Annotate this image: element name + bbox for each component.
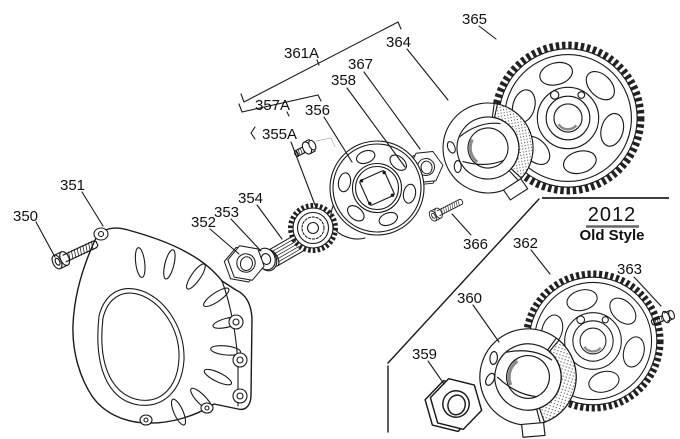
label-365: 365 (462, 11, 487, 28)
label-351: 351 (60, 177, 85, 194)
leader-358 (346, 87, 406, 168)
label-364: 364 (386, 34, 411, 51)
label-357a: 357A (255, 97, 290, 114)
leader-352 (209, 228, 240, 255)
label-362: 362 (513, 235, 538, 252)
part-356-drum-hub (329, 140, 425, 240)
part-354-sprocket-shaft (266, 203, 338, 267)
leader-366 (451, 213, 472, 236)
leader-365 (478, 25, 497, 40)
label-363: 363 (617, 261, 642, 278)
part-363-bolt (650, 309, 676, 326)
section-divider (387, 197, 669, 433)
leader-367 (363, 71, 421, 150)
leader-363 (633, 276, 662, 307)
label-359: 359 (412, 346, 437, 363)
part-number-labels: 350 351 352 353 354 355A 356 357A 358 36… (13, 11, 645, 363)
section-style-label: Old Style (579, 227, 644, 244)
leader-351 (81, 191, 104, 227)
label-358: 358 (331, 72, 356, 89)
label-355a: 355A (262, 126, 297, 143)
label-352: 352 (191, 214, 216, 231)
section-year-label: 2012 (588, 204, 637, 226)
label-353: 353 (214, 204, 239, 221)
leader-362 (530, 249, 551, 275)
leader-359 (427, 360, 445, 385)
label-367: 367 (348, 56, 373, 73)
label-350: 350 (13, 208, 38, 225)
screw-locating-line (315, 137, 336, 148)
bracket-361a (240, 21, 402, 103)
leader-353 (230, 218, 262, 252)
bracket-357a (238, 94, 322, 117)
label-354: 354 (238, 190, 263, 207)
leader-364 (406, 48, 449, 101)
label-356: 356 (305, 102, 330, 119)
leader-360 (472, 304, 500, 343)
hook-355a (250, 126, 256, 140)
label-361a: 361A (284, 45, 319, 62)
label-366: 366 (463, 236, 488, 253)
leader-lines (35, 21, 662, 385)
leader-354 (256, 204, 283, 240)
leader-355a (290, 141, 316, 206)
label-360: 360 (457, 290, 482, 307)
leader-350 (35, 221, 56, 258)
part-351-cover (72, 227, 253, 426)
leader-356 (323, 116, 353, 163)
